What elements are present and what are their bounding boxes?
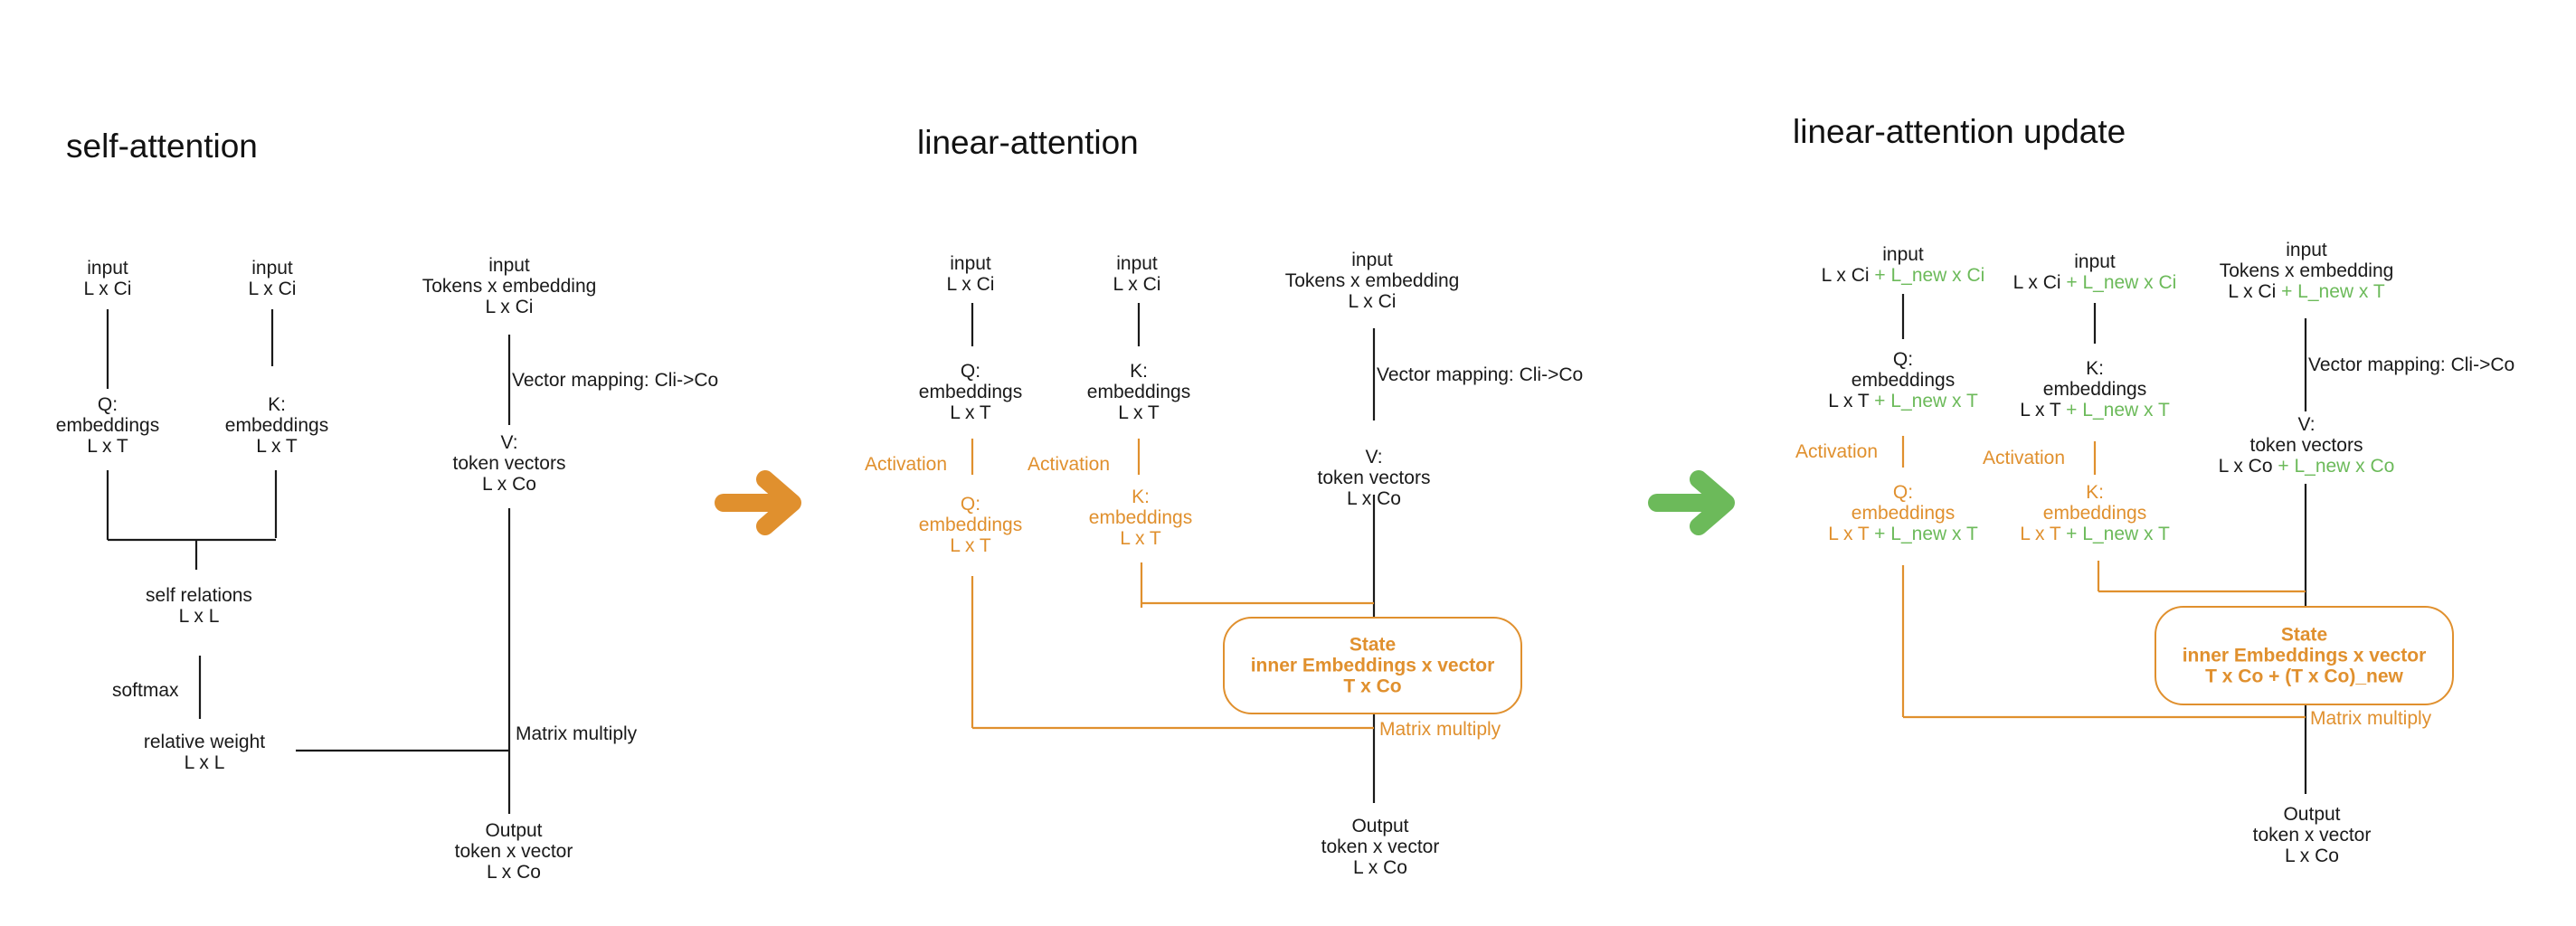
panel1-input-k: input L x Ci: [248, 258, 297, 299]
panel2-k-node: K: embeddings L x T: [1086, 361, 1191, 423]
panel1-relative-weight: relative weight L x L: [143, 732, 266, 773]
panel1-k-node: K: embeddings L x T: [224, 394, 329, 457]
panel2-activation-q: Activation: [865, 454, 948, 475]
panel2-state-label: State inner Embeddings x vector T x Co: [1250, 634, 1495, 697]
panel3-activation-q: Activation: [1795, 441, 1879, 462]
panel1-q-node: Q: embeddings L x T: [55, 394, 160, 457]
panel1-matrix-multiply: Matrix multiply: [516, 723, 638, 744]
panel3-title: linear-attention update: [1793, 113, 2126, 150]
orange-arrow-icon: [715, 470, 801, 535]
panel2-activation-k: Activation: [1028, 454, 1111, 475]
panel2-title: linear-attention: [917, 124, 1139, 161]
panel1-output: Output token x vector L x Co: [454, 820, 573, 883]
panel3-q-activated: Q: embeddings L x T + L_new x T: [1828, 482, 1978, 544]
panel2-k-activated: K: embeddings L x T: [1088, 487, 1193, 549]
panel2-input-k: input L x Ci: [1113, 253, 1161, 295]
panel3-output: Output token x vector L x Co: [2252, 804, 2372, 866]
panel1-title: self-attention: [66, 128, 258, 165]
panel3-k-activated: K: embeddings L x T + L_new x T: [2020, 482, 2170, 544]
panel2-v-node: V: token vectors L x Co: [1317, 447, 1431, 509]
panel3-input-q: input L x Ci + L_new x Ci: [1821, 244, 1985, 286]
panel3-input-v: input Tokens x embedding L x Ci + L_new …: [2219, 240, 2394, 302]
panel3-v-node: V: token vectors L x Co + L_new x Co: [2218, 414, 2395, 477]
panel3-matrix-multiply: Matrix multiply: [2310, 708, 2432, 729]
panel2-q-activated: Q: embeddings L x T: [918, 494, 1023, 556]
panel3-input-k: input L x Ci + L_new x Ci: [2012, 251, 2177, 293]
panel2-q-node: Q: embeddings L x T: [918, 361, 1023, 423]
panel3-q-node: Q: embeddings L x T + L_new x T: [1828, 349, 1978, 411]
panel2-input-q: input L x Ci: [946, 253, 995, 295]
panel1-vector-mapping: Vector mapping: Cli->Co: [512, 370, 719, 391]
panel1-input-v: input Tokens x embedding L x Ci: [421, 255, 597, 317]
panel2-matrix-multiply: Matrix multiply: [1379, 719, 1501, 740]
panel3-state-box: State inner Embeddings x vector T x Co +…: [2155, 606, 2454, 705]
panel2-vector-mapping: Vector mapping: Cli->Co: [1377, 364, 1584, 385]
panel1-v-node: V: token vectors L x Co: [452, 432, 566, 495]
panel2-output: Output token x vector L x Co: [1321, 816, 1440, 878]
panel3-activation-k: Activation: [1983, 448, 2066, 468]
panel2-state-box: State inner Embeddings x vector T x Co: [1223, 617, 1522, 714]
green-arrow-icon: [1648, 470, 1735, 535]
panel1-self-relations: self relations L x L: [146, 585, 252, 627]
panel2-input-v: input Tokens x embedding L x Ci: [1284, 250, 1460, 312]
panel3-state-label: State inner Embeddings x vector T x Co +…: [2182, 624, 2427, 687]
panel3-vector-mapping: Vector mapping: Cli->Co: [2308, 354, 2515, 375]
panel1-input-q: input L x Ci: [83, 258, 132, 299]
panel3-k-node: K: embeddings L x T + L_new x T: [2020, 358, 2170, 420]
panel1-softmax: softmax: [112, 680, 179, 701]
